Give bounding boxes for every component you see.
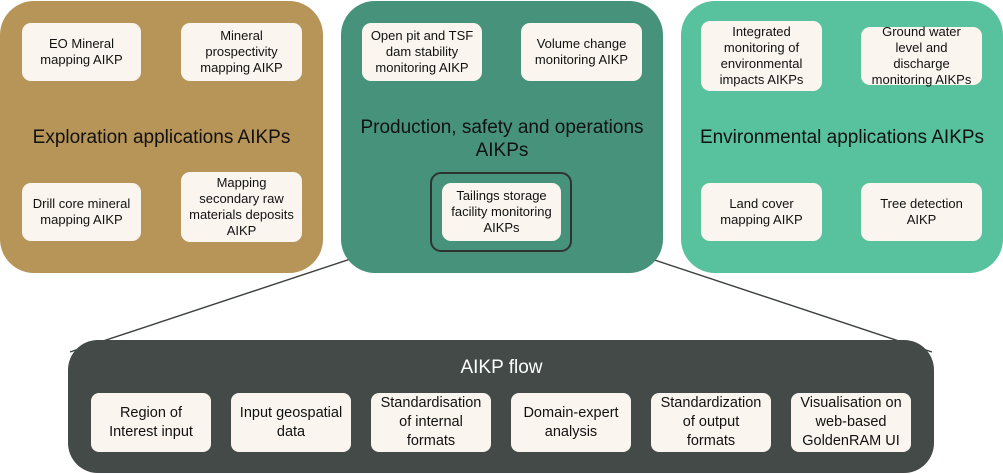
card-volume-change: Volume change monitoring AIKP [521, 23, 642, 81]
card-eo-mineral-mapping: EO Mineral mapping AIKP [22, 23, 141, 81]
environmental-title: Environmental applications AIKPs [699, 127, 985, 148]
card-integrated-monitoring: Integrated monitoring of environmental i… [701, 21, 822, 91]
aikp-flow-title: AIKP flow [460, 357, 543, 378]
highlight-frame [430, 172, 572, 252]
card-drill-core-mapping: Drill core mineral mapping AIKP [22, 183, 141, 241]
flow-step-standardisation-internal: Standardisation of internal formats [371, 393, 491, 452]
card-secondary-raw-materials: Mapping secondary raw materials deposits… [181, 172, 302, 242]
card-land-cover: Land cover mapping AIKP [701, 183, 822, 241]
card-open-pit-tsf-stability: Open pit and TSF dam stability monitorin… [362, 23, 482, 81]
flow-step-visualisation: Visualisation on web-based GoldenRAM UI [791, 393, 911, 452]
aikp-flow-panel [68, 340, 934, 473]
card-mineral-prospectivity: Mineral prospectivity mapping AIKP [181, 23, 302, 81]
card-ground-water: Ground water level and discharge monitor… [861, 24, 982, 87]
exploration-title: Exploration applications AIKPs [32, 127, 291, 148]
flow-step-domain-expert: Domain-expert analysis [511, 393, 631, 452]
production-title-line2: AIKPs [475, 140, 529, 161]
card-tree-detection: Tree detection AIKP [861, 183, 982, 241]
production-title-line1: Production, safety and operations [360, 117, 644, 138]
flow-step-region-of-interest: Region of Interest input [91, 393, 211, 452]
card-tailings-storage: Tailings storage facility monitoring AIK… [442, 183, 561, 241]
flow-step-input-geospatial: Input geospatial data [231, 393, 351, 452]
flow-step-standardization-output: Standardization of output formats [651, 393, 771, 452]
